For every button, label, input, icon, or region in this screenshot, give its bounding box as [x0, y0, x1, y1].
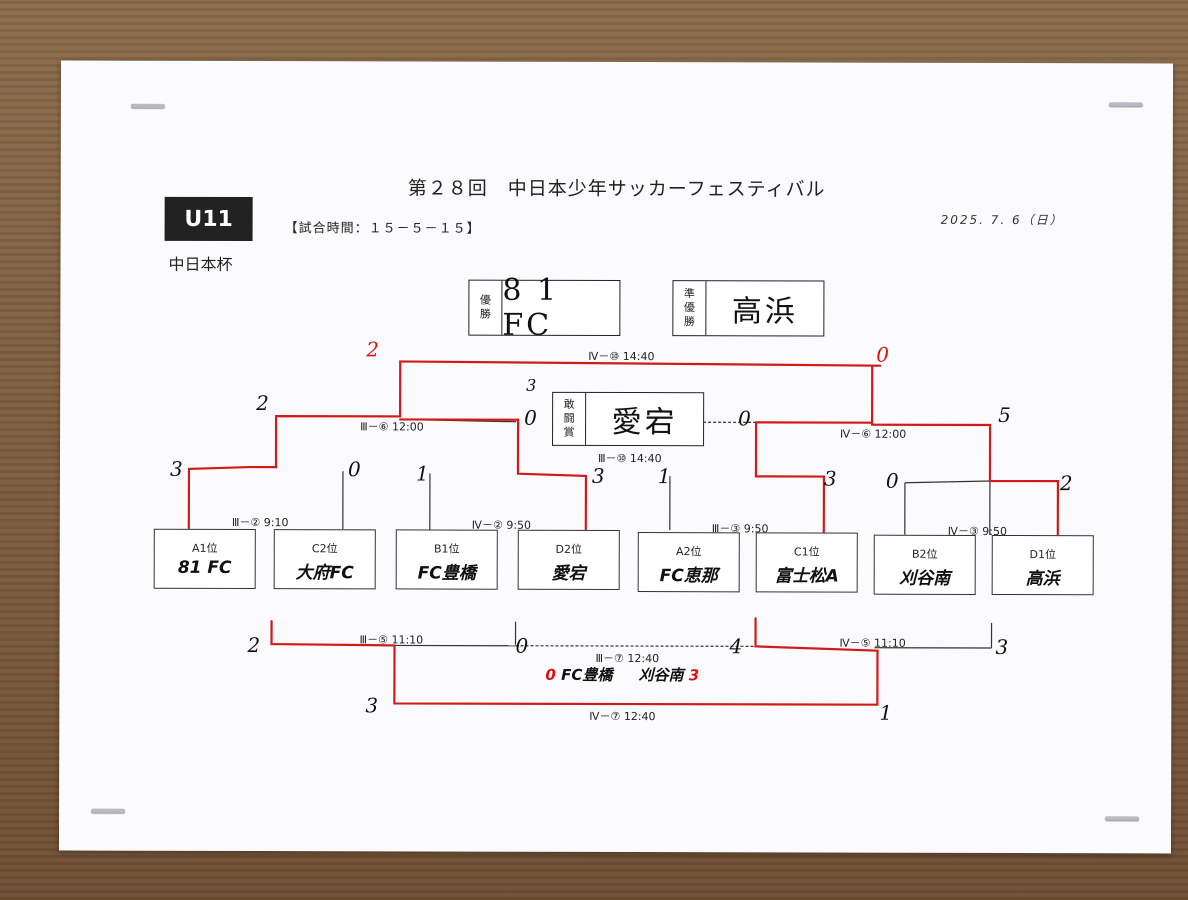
sf1-match-label: Ⅲ－⑥ 12:00	[360, 420, 424, 434]
score: 2	[256, 391, 269, 416]
score: 3	[995, 634, 1009, 660]
team-box: C1位富士松A	[755, 532, 858, 593]
score: 2	[366, 337, 380, 362]
score: 2	[1059, 471, 1073, 496]
score: 0	[885, 468, 899, 493]
third-match-label: Ⅲ－⑩ 14:40	[597, 451, 662, 466]
score: 5	[998, 403, 1011, 428]
score: 2	[247, 633, 261, 658]
score: 3	[365, 693, 379, 718]
third-place-result: 0 FC豊橋 刈谷南 3	[545, 665, 700, 685]
score: 3	[169, 456, 183, 481]
lower-match-label-1: Ⅲ－⑤ 11:10	[359, 633, 424, 647]
team-box: C2位大府FC	[273, 529, 376, 590]
team-box: B2位刈谷南	[873, 534, 976, 595]
lower-final-label: Ⅳ－⑦ 12:40	[589, 709, 656, 724]
score: 0	[515, 633, 529, 658]
bracket-sheet: 第２８回 中日本少年サッカーフェスティバル U11 中日本杯 【試合時間：１５－…	[58, 60, 1174, 854]
score: 0	[738, 406, 751, 431]
final-match-label: Ⅳ－⑩ 14:40	[588, 349, 655, 364]
sf2-match-label: Ⅳ－⑥ 12:00	[840, 427, 907, 441]
bracket-lines	[187, 360, 1060, 706]
score: 3	[591, 463, 605, 488]
team-box: D1位高浜	[991, 534, 1094, 596]
score: 1	[657, 464, 671, 489]
score: 3	[526, 375, 537, 395]
lower-match-label-2: Ⅳ－⑤ 11:10	[839, 636, 906, 650]
score: 1	[415, 461, 429, 486]
score: 0	[347, 457, 361, 482]
score: 3	[823, 466, 837, 491]
r1-match-label-1: Ⅲ－② 9:10	[231, 515, 289, 530]
score: 0	[524, 405, 537, 430]
score: 4	[729, 634, 743, 659]
score: 0	[876, 342, 890, 367]
score: 1	[879, 700, 893, 725]
team-box: D2位愛宕	[517, 529, 620, 591]
